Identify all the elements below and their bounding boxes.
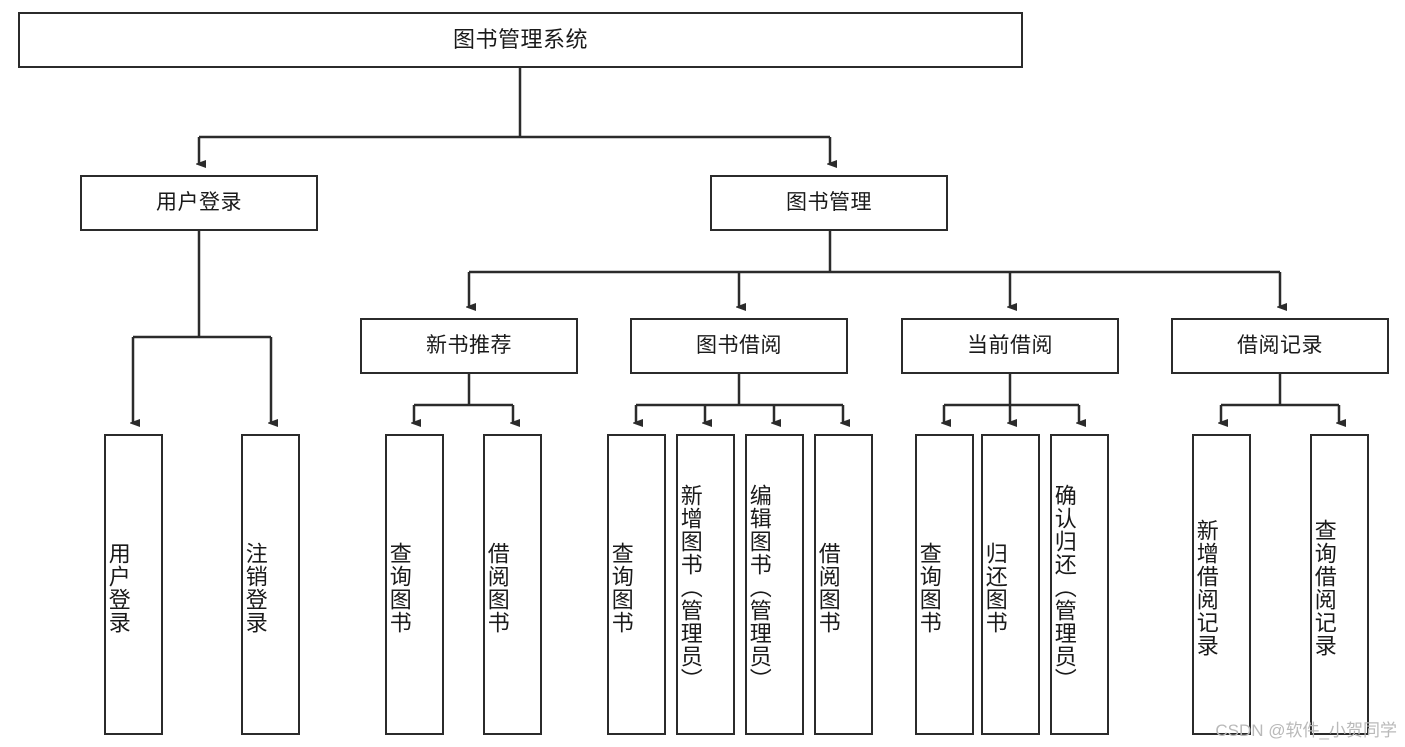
node-book-borrow[interactable]: 图书借阅	[630, 318, 848, 374]
leaf-label: 查询图书	[916, 541, 942, 634]
leaf-label: 确认归还（管理员）	[1051, 484, 1077, 691]
node-label: 当前借阅	[967, 333, 1053, 357]
leaf-query-book-1[interactable]: 查询图书	[385, 434, 444, 735]
leaf-edit-book[interactable]: 编辑图书（管理员）	[745, 434, 804, 735]
node-label: 图书管理	[786, 190, 872, 214]
leaf-borrow-book-1[interactable]: 借阅图书	[483, 434, 542, 735]
leaf-label: 借阅图书	[815, 541, 841, 634]
leaf-label: 借阅图书	[484, 541, 510, 634]
leaf-label: 用户登录	[105, 541, 131, 634]
leaf-label: 新增图书（管理员）	[677, 484, 703, 691]
node-root-system[interactable]: 图书管理系统	[18, 12, 1023, 68]
node-new-book-recommend[interactable]: 新书推荐	[360, 318, 578, 374]
leaf-label: 查询图书	[386, 541, 412, 634]
node-borrow-record[interactable]: 借阅记录	[1171, 318, 1389, 374]
leaf-add-book[interactable]: 新增图书（管理员）	[676, 434, 735, 735]
leaf-query-book-2[interactable]: 查询图书	[607, 434, 666, 735]
leaf-query-record[interactable]: 查询借阅记录	[1310, 434, 1369, 735]
leaf-add-record[interactable]: 新增借阅记录	[1192, 434, 1251, 735]
leaf-label: 归还图书	[982, 541, 1008, 634]
leaf-label: 注销登录	[242, 541, 268, 634]
node-label: 借阅记录	[1237, 333, 1323, 357]
leaf-logout[interactable]: 注销登录	[241, 434, 300, 735]
leaf-query-book-3[interactable]: 查询图书	[915, 434, 974, 735]
node-current-borrow[interactable]: 当前借阅	[901, 318, 1119, 374]
leaf-borrow-book-2[interactable]: 借阅图书	[814, 434, 873, 735]
node-label: 新书推荐	[426, 333, 512, 357]
leaf-user-login[interactable]: 用户登录	[104, 434, 163, 735]
leaf-label: 查询借阅记录	[1311, 518, 1337, 657]
node-user-login[interactable]: 用户登录	[80, 175, 318, 231]
leaf-label: 编辑图书（管理员）	[746, 484, 772, 691]
node-label: 图书管理系统	[452, 27, 588, 53]
node-label: 图书借阅	[696, 333, 782, 357]
node-label: 用户登录	[156, 190, 242, 214]
leaf-return-book[interactable]: 归还图书	[981, 434, 1040, 735]
node-book-manage[interactable]: 图书管理	[710, 175, 948, 231]
leaf-confirm-return[interactable]: 确认归还（管理员）	[1050, 434, 1109, 735]
leaf-label: 查询图书	[608, 541, 634, 634]
csdn-watermark: CSDN @软件_小贺同学	[1215, 721, 1397, 740]
leaf-label: 新增借阅记录	[1193, 518, 1219, 657]
